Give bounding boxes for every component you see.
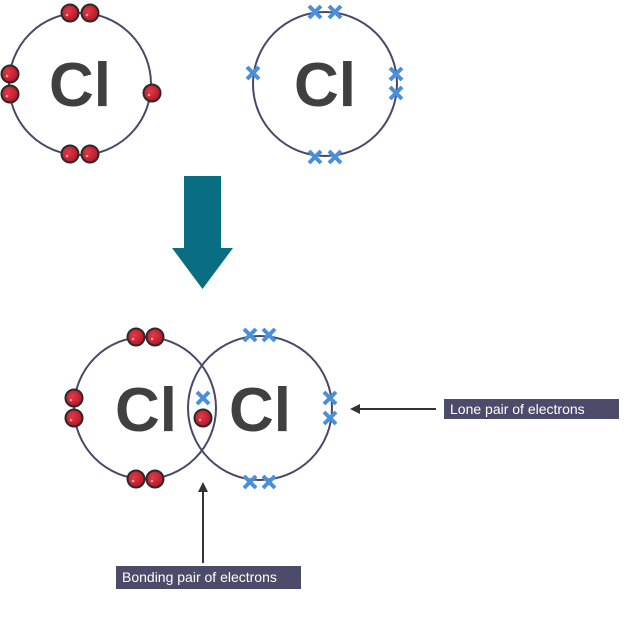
dot-highlight (150, 479, 154, 483)
dot-electron (0, 64, 20, 84)
dot-highlight (65, 154, 69, 158)
dot-electron (80, 3, 100, 23)
cross-electron (245, 65, 261, 81)
dot-electron (126, 469, 146, 489)
cross-electron (322, 410, 338, 426)
cross-electrons (195, 327, 338, 490)
dot-electrons (64, 327, 213, 489)
dot-electron (80, 144, 100, 164)
lone-pair-label: Lone pair of electrons (444, 399, 619, 419)
dot-electron (126, 327, 146, 347)
dot-highlight (5, 94, 9, 98)
dot-highlight (69, 398, 73, 402)
electron-shell (252, 11, 398, 157)
dot-highlight (150, 337, 154, 341)
dot-highlight (5, 74, 9, 78)
bonding-pair-label: Bonding pair of electrons (116, 566, 301, 589)
atom-before-cross: Cl (245, 4, 404, 165)
dot-electron (145, 469, 165, 489)
dot-electron (64, 408, 84, 428)
dot-electron (60, 3, 80, 23)
down-arrow-icon (172, 176, 233, 289)
dot-highlight (147, 93, 151, 97)
cross-electron (388, 85, 404, 101)
dot-highlight (69, 418, 73, 422)
cross-electron (327, 4, 343, 20)
atom-before-dot: Cl (0, 3, 162, 164)
cross-electron (307, 4, 323, 20)
cross-electron (322, 390, 338, 406)
atom-symbol: Cl (294, 51, 356, 120)
dot-electron (64, 388, 84, 408)
dot-electron (0, 84, 20, 104)
atom-symbol: Cl (49, 51, 111, 120)
atom-symbol-left: Cl (115, 376, 177, 445)
dot-highlight (131, 479, 135, 483)
cross-electron (242, 474, 258, 490)
cross-electron (195, 390, 211, 406)
dot-electrons (0, 3, 162, 164)
dot-highlight (65, 13, 69, 17)
cross-electron (388, 66, 404, 82)
cross-electrons (245, 4, 404, 165)
cross-electron (261, 327, 277, 343)
electron-shell-right (187, 335, 333, 481)
cross-electron (307, 149, 323, 165)
cross-electron (242, 327, 258, 343)
dot-highlight (131, 337, 135, 341)
atom-symbol-right: Cl (229, 376, 291, 445)
dot-electron (142, 83, 162, 103)
dot-highlight (198, 418, 202, 422)
chlorine-molecule: Cl Cl (64, 327, 338, 490)
cross-electron (327, 149, 343, 165)
dot-highlight (85, 13, 89, 17)
cross-electron (261, 474, 277, 490)
bonding-dot-electron (193, 408, 213, 428)
dot-highlight (85, 154, 89, 158)
dot-electron (145, 327, 165, 347)
dot-electron (60, 144, 80, 164)
